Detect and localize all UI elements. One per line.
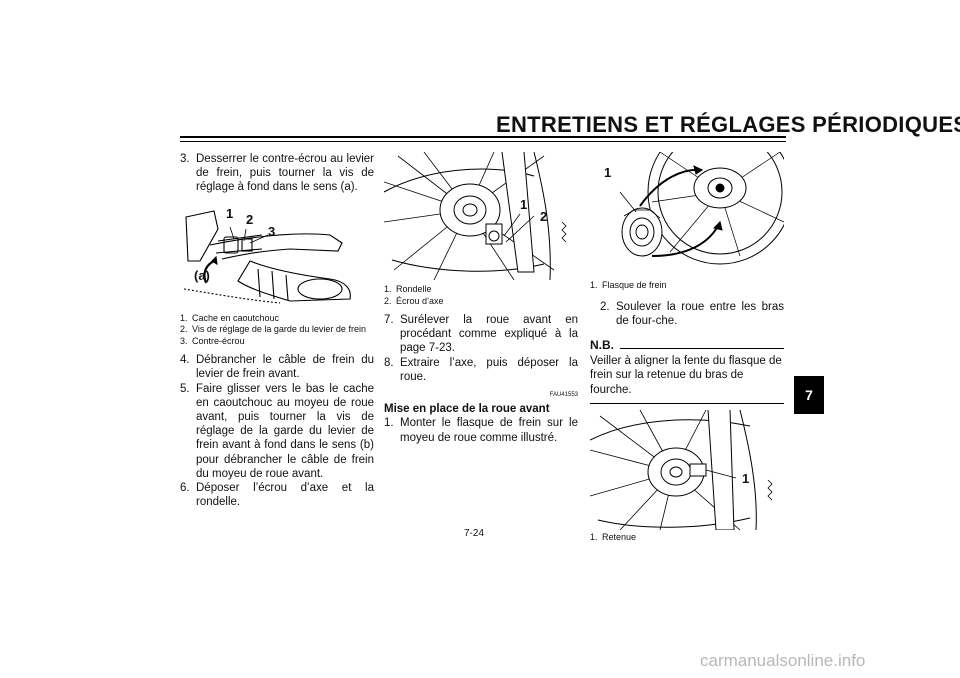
reference-code: FAU41553 (549, 392, 578, 399)
page-title: ENTRETIENS ET RÉGLAGES PÉRIODIQUES (496, 112, 960, 137)
page-number: 7-24 (464, 528, 485, 539)
brake-plate-illustration (619, 152, 784, 265)
section-heading: Mise en place de la roue avant (384, 403, 550, 416)
column-2: 1 2 1.Rondelle 2.Écrou d’axe 7.Surélever… (384, 152, 578, 445)
brake-lever-figure: 1 2 3 (a) (180, 199, 374, 309)
step-7: 7.Surélever la roue avant en procédant c… (384, 314, 578, 355)
watermark: carmanualsonline.info (700, 651, 866, 670)
step-3: 3.Desserrer le contre-écrou au levier de… (180, 153, 374, 194)
retainer-figure: 1 (590, 409, 784, 530)
steps-7-8: 7.Surélever la roue avant en procédant c… (384, 313, 578, 384)
caption-retainer: 1.Retenue (590, 531, 637, 542)
callout-1: 1 (742, 470, 750, 486)
note-rule (620, 348, 784, 350)
caption-2: 2.Écrou d’axe (384, 295, 444, 306)
note-label: N.B. (590, 337, 614, 352)
header-rule-thin (180, 141, 786, 142)
retainer-illustration (590, 409, 773, 530)
step-5: 5.Faire glisser vers le bas le cache en … (180, 382, 374, 480)
step-6: 6.Déposer l’écrou d’axe et la rondelle. (180, 481, 374, 509)
note-heading: N.B. (590, 338, 784, 352)
header-rule (180, 136, 786, 138)
step-4: 4.Débrancher le câble de frein du levier… (180, 354, 374, 381)
callout-a: (a) (194, 267, 210, 283)
callout-2: 2 (540, 209, 548, 224)
figure-captions: 1.Rondelle 2.Écrou d’axe (384, 284, 578, 307)
caption-2: 2.Vis de réglage de la garde du levier d… (180, 324, 366, 335)
column-3: 1 1.Flasque de frein 2.Soulever la roue … (590, 152, 784, 543)
callout-1: 1 (520, 197, 528, 212)
wheel-axle-illustration (384, 152, 567, 280)
callout-3: 3 (268, 223, 276, 239)
callout-1: 1 (604, 165, 612, 180)
callout-1: 1 (226, 205, 234, 221)
brake-plate-figure: 1 (590, 152, 784, 276)
chapter-tab: 7 (794, 376, 824, 414)
step-2: 2.Soulever la roue entre les bras de fou… (600, 300, 784, 327)
caption-1: 1.Rondelle (384, 284, 432, 294)
note-end-rule (590, 402, 784, 404)
caption-3: 3.Contre-écrou (180, 335, 245, 346)
caption-1: 1.Cache en caoutchouc (180, 312, 280, 323)
steps-4-6: 4.Débrancher le câble de frein du levier… (180, 353, 374, 509)
step-8: 8.Extraire l’axe, puis déposer la roue. (384, 356, 578, 383)
figure-captions: 1.Cache en caoutchouc 2.Vis de réglage d… (180, 313, 374, 348)
note-text: Veiller à aligner la fente du flasque de… (590, 355, 782, 396)
page-header: ENTRETIENS ET RÉGLAGES PÉRIODIQUES (496, 112, 960, 138)
column-1: 3.Desserrer le contre-écrou au levier de… (180, 152, 374, 509)
caption-brake-plate: 1.Flasque de frein (590, 280, 667, 290)
step-1: 1.Monter le flasque de frein sur le moye… (384, 417, 578, 444)
callout-2: 2 (246, 211, 254, 227)
wheel-axle-figure: 1 2 (384, 152, 578, 280)
brake-lever-illustration (183, 209, 351, 304)
